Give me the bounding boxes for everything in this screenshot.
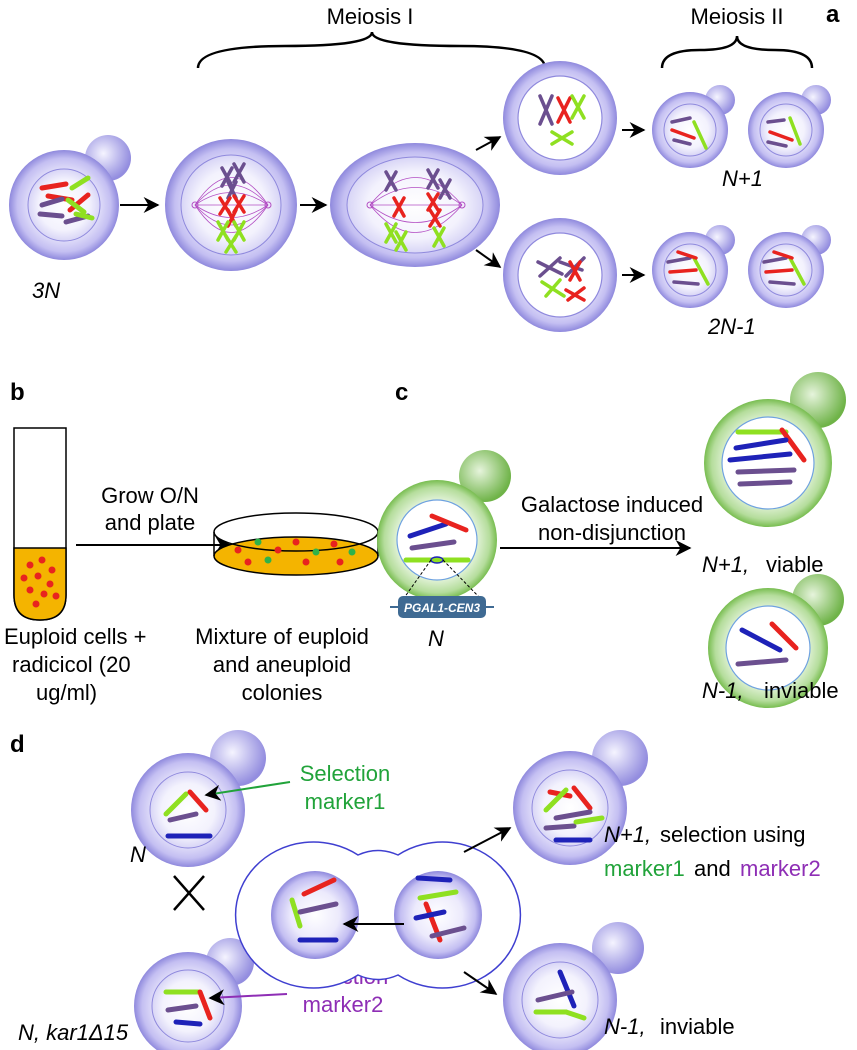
panel-d-letter: d: [10, 731, 25, 758]
arrow-a3: [475, 136, 502, 151]
d-top-ploidy: N+1,: [604, 822, 651, 847]
spore-2n-minus-1-a: [652, 225, 735, 308]
panel-a: a Meiosis I Meiosis II 3N: [9, 1, 840, 339]
marker1-line1: Selection: [300, 761, 391, 786]
marker2-arrow: [208, 989, 288, 1006]
galactose-label-2: non-disjunction: [538, 520, 686, 545]
cell-c-n-minus-1: [708, 574, 844, 708]
cell-d-n-plus-1: [513, 730, 648, 865]
panel-c-letter: c: [395, 379, 408, 406]
c-bottom-ploidy: N-1,: [702, 678, 744, 703]
dish-caption-3: colonies: [242, 680, 323, 705]
marker1-arrow: [204, 781, 291, 801]
petri-dish: [213, 512, 379, 576]
arrow-a4: [475, 249, 502, 268]
grow-label-1: Grow O/N: [101, 483, 199, 508]
d-top-line1: selection using: [660, 822, 806, 847]
d-bottom-cell-label: N, kar1Δ15: [18, 1020, 129, 1045]
panel-b: b Euploid cells + radicicol (20 ug/ml) G…: [4, 379, 379, 705]
2n-minus-1-label: 2N-1: [707, 314, 756, 339]
c-bottom-status: inviable: [764, 678, 839, 703]
zygote: [234, 841, 522, 989]
spore-2n-minus-1-b: [748, 225, 831, 308]
cell-d-bottom: [134, 938, 254, 1050]
tube-caption-3: ug/ml): [36, 680, 97, 705]
dish-caption-1: Mixture of euploid: [195, 624, 369, 649]
panel-a-letter: a: [826, 1, 840, 28]
d-top-cell-label: N: [130, 842, 146, 867]
panel-c: c PGAL1-CEN3 N Galactose induced non-dis…: [377, 372, 846, 708]
panel-d: d N Selection marker1: [10, 730, 821, 1050]
construct-label: PGAL1-CEN3: [404, 601, 480, 615]
meiosis-1-brace: [196, 31, 547, 69]
spindle: [369, 177, 463, 233]
cell-d-top: [131, 730, 266, 867]
c-top-status: viable: [766, 552, 823, 577]
spore-n-plus-1-a: [652, 85, 735, 168]
d-bottom-ploidy: N-1,: [604, 1014, 646, 1039]
d-bottom-status: inviable: [660, 1014, 735, 1039]
marker2-line2: marker2: [303, 992, 384, 1017]
cell-anaphase-1: [330, 143, 500, 267]
c-top-ploidy: N+1,: [702, 552, 749, 577]
cell-metaphase-1: [165, 139, 297, 271]
construct-box: PGAL1-CEN3: [390, 596, 494, 618]
d-top-and: and: [694, 856, 731, 881]
cell-c-n-plus-1: [704, 372, 846, 527]
tube-caption-2: radicicol (20: [12, 652, 131, 677]
meiosis-2-brace: [660, 35, 814, 69]
grow-label-2: and plate: [105, 510, 196, 535]
cell-d-n-minus-1: [503, 922, 644, 1050]
d-top-marker1: marker1: [604, 856, 685, 881]
panel-b-letter: b: [10, 379, 25, 406]
nucleus: [517, 232, 603, 318]
cell-c-n: [377, 450, 511, 600]
n-plus-1-label: N+1: [722, 166, 763, 191]
cross-symbol: [173, 875, 205, 911]
meiosis-2-label: Meiosis II: [691, 4, 784, 29]
d-top-marker2: marker2: [740, 856, 821, 881]
arrow-d-top: [463, 827, 512, 853]
culture-tube: [13, 427, 67, 621]
cell-n-label: N: [428, 626, 444, 651]
meiosis-1-label: Meiosis I: [327, 4, 414, 29]
dish-caption-2: and aneuploid: [213, 652, 351, 677]
arrow-d-bottom: [463, 971, 498, 995]
tube-caption-1: Euploid cells +: [4, 624, 146, 649]
cell-3n: [9, 135, 131, 260]
galactose-label-1: Galactose induced: [521, 492, 703, 517]
spore-n-plus-1-b: [748, 85, 831, 168]
marker1-line2: marker1: [305, 789, 386, 814]
cell-meiosis1-bottom: [503, 218, 617, 332]
cell-meiosis1-top: [503, 61, 617, 175]
ploidy-3n-label: 3N: [32, 278, 60, 303]
